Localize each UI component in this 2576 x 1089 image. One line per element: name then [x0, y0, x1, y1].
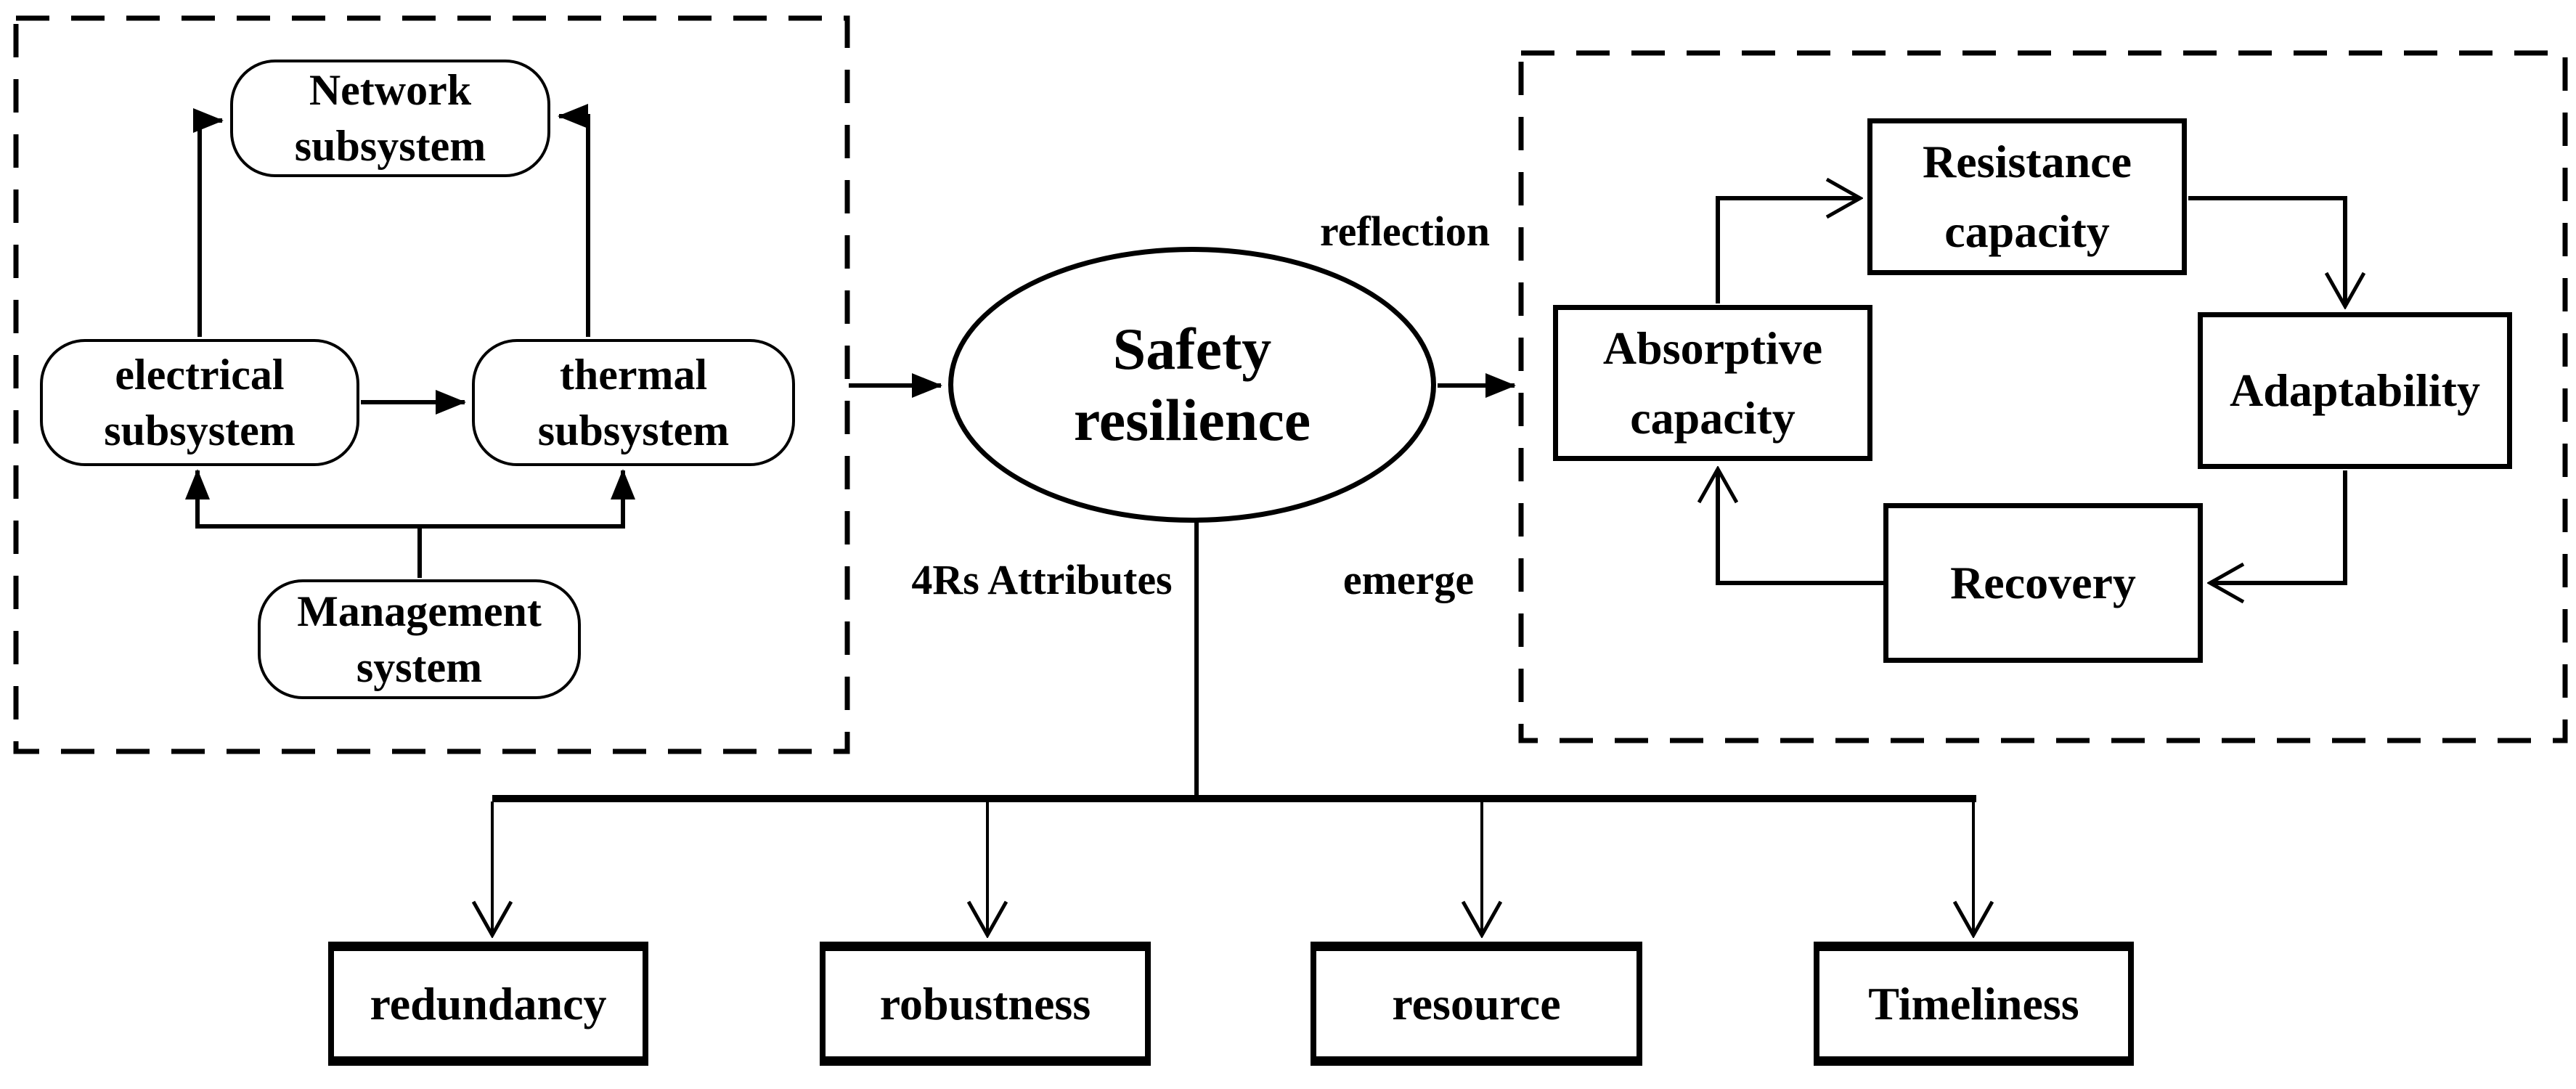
- node-thermal-subsystem: thermal subsystem: [472, 339, 795, 466]
- label-emerge: emerge: [1342, 556, 1475, 603]
- node-timeliness: Timeliness: [1814, 942, 2134, 1066]
- arrow-electrical-to-network: [193, 108, 224, 337]
- label-reflection: reflection: [1319, 208, 1491, 255]
- right-group-dashed-border: [1518, 50, 2568, 743]
- node-recovery: Recovery: [1883, 503, 2203, 663]
- node-absorptive-capacity: Absorptive capacity: [1553, 305, 1872, 461]
- arrow-thermal-to-network: [558, 104, 590, 337]
- node-management-system: Management system: [258, 579, 581, 699]
- node-resource: resource: [1311, 942, 1642, 1066]
- node-robustness: robustness: [820, 942, 1151, 1066]
- arrow-resistance-to-adaptability: [2188, 196, 2345, 305]
- node-electrical-subsystem: electrical subsystem: [40, 339, 359, 466]
- node-adaptability: Adaptability: [2198, 312, 2512, 469]
- arrow-adaptability-to-recovery: [2212, 470, 2347, 583]
- node-redundancy: redundancy: [328, 942, 648, 1066]
- node-safety-resilience: Safety resilience: [948, 247, 1436, 523]
- arrow-absorptive-to-resistance: [1716, 198, 1859, 303]
- arrow-recovery-to-absorptive: [1718, 470, 1883, 585]
- left-group-dashed-border: [13, 15, 850, 754]
- node-resistance-capacity: Resistance capacity: [1867, 118, 2187, 275]
- node-network-subsystem: Network subsystem: [230, 60, 550, 177]
- label-4rs-attributes: 4Rs Attributes: [911, 556, 1173, 603]
